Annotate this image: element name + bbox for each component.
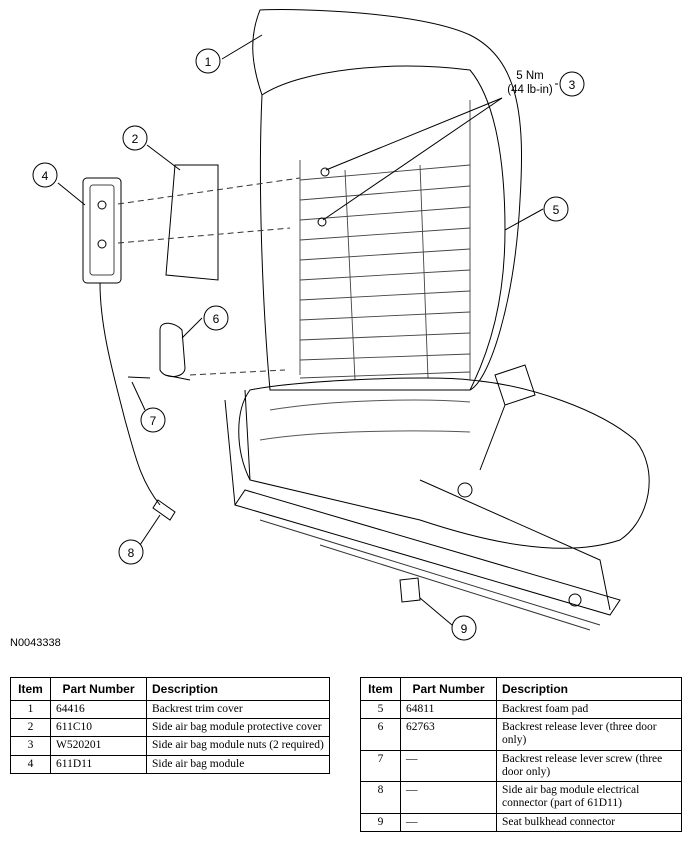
svg-text:4: 4 <box>42 169 49 183</box>
callout-4: 4 <box>32 162 58 188</box>
svg-text:6: 6 <box>213 312 220 326</box>
svg-text:8: 8 <box>128 546 135 560</box>
header-description: Description <box>146 677 330 701</box>
header-item: Item <box>10 677 51 701</box>
lever-screw <box>127 376 151 379</box>
backrest-trim-cover <box>252 9 523 391</box>
callout-3: 3 <box>559 71 585 97</box>
nut-lower <box>317 217 327 227</box>
backrest-outline <box>259 65 506 391</box>
part-number-cell: — <box>400 749 497 783</box>
description-cell: Backrest trim cover <box>146 699 330 720</box>
table-row: 9 — Seat bulkhead connector <box>360 812 682 832</box>
description-cell: Side air bag module protective cover <box>146 718 330 738</box>
release-lever <box>159 322 186 377</box>
part-number-cell: — <box>400 812 497 832</box>
callout-8: 8 <box>118 539 144 565</box>
seat-rail <box>234 489 621 616</box>
parts-table-right: Item Part Number Description 5 64811 Bac… <box>360 677 682 832</box>
seat-cushion <box>238 377 650 549</box>
description-cell: Side air bag module electrical connector… <box>496 781 682 814</box>
parts-table-left: Item Part Number Description 1 64416 Bac… <box>10 677 330 774</box>
callout-9: 9 <box>451 615 477 641</box>
description-cell: Seat bulkhead connector <box>496 812 682 832</box>
bulkhead-connector <box>399 577 421 603</box>
callout-5: 5 <box>543 196 569 222</box>
callout-7: 7 <box>140 407 166 433</box>
part-number-cell: 611D11 <box>50 754 147 774</box>
callout-2: 2 <box>122 125 148 151</box>
nut-upper <box>320 167 330 177</box>
table-row: 4 611D11 Side air bag module <box>10 754 330 774</box>
svg-text:5: 5 <box>553 203 560 217</box>
item-cell: 2 <box>10 718 51 738</box>
svg-text:3: 3 <box>569 78 576 92</box>
svg-text:9: 9 <box>461 622 468 636</box>
description-cell: Side air bag module nuts (2 required) <box>146 736 330 756</box>
wiring-harness <box>99 282 161 506</box>
table-row: 3 W520201 Side air bag module nuts (2 re… <box>10 736 330 756</box>
svg-text:2: 2 <box>132 132 139 146</box>
part-number-cell: 62763 <box>400 718 497 751</box>
torque-value-imperial: (44 lb-in) <box>507 84 553 96</box>
callout-6: 6 <box>203 305 229 331</box>
table-row: 6 62763 Backrest release lever (three do… <box>360 718 682 751</box>
header-part-number: Part Number <box>400 677 497 701</box>
callout-1: 1 <box>195 48 221 74</box>
figure-id: N0043338 <box>10 637 61 649</box>
electrical-connector <box>152 499 176 521</box>
table-row: 7 — Backrest release lever screw (three … <box>360 749 682 783</box>
item-cell: 4 <box>10 754 51 774</box>
svg-text:7: 7 <box>150 414 157 428</box>
table-row: 2 611C10 Side air bag module protective … <box>10 718 330 738</box>
part-number-cell: 611C10 <box>50 718 147 738</box>
item-cell: 1 <box>10 699 51 720</box>
item-cell: 6 <box>360 718 401 751</box>
torque-value: 5 Nm <box>516 70 543 82</box>
description-cell: Backrest release lever screw (three door… <box>496 749 682 783</box>
part-number-cell: 64416 <box>50 699 147 720</box>
item-cell: 3 <box>10 736 51 756</box>
exploded-seat-diagram: 1 2 3 4 5 6 7 8 9 5 Nm (44 lb-in) <box>32 9 650 641</box>
table-row: 1 64416 Backrest trim cover <box>10 699 330 720</box>
table-row: 5 64811 Backrest foam pad <box>360 699 682 720</box>
item-cell: 9 <box>360 812 401 832</box>
item-cell: 8 <box>360 781 401 814</box>
item-cell: 5 <box>360 699 401 720</box>
header-item: Item <box>360 677 401 701</box>
description-cell: Backrest foam pad <box>496 699 682 720</box>
side-air-bag-module <box>82 177 122 284</box>
table-row: 8 — Side air bag module electrical conne… <box>360 781 682 814</box>
item-cell: 7 <box>360 749 401 783</box>
part-number-cell: W520201 <box>50 736 147 756</box>
part-number-cell: — <box>400 781 497 814</box>
part-number-cell: 64811 <box>400 699 497 720</box>
seat-belt-buckle <box>479 364 536 471</box>
protective-cover <box>165 164 219 281</box>
description-cell: Side air bag module <box>146 754 330 774</box>
svg-text:1: 1 <box>205 55 212 69</box>
header-part-number: Part Number <box>50 677 147 701</box>
header-description: Description <box>496 677 682 701</box>
description-cell: Backrest release lever (three door only) <box>496 718 682 751</box>
